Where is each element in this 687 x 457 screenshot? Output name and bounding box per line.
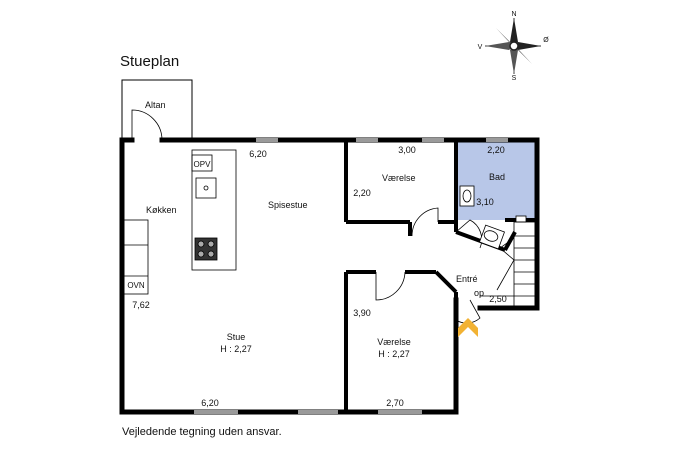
staircase xyxy=(480,221,536,307)
plan-title: Stueplan xyxy=(120,53,180,70)
doors xyxy=(375,207,483,324)
compass-south-label: S xyxy=(512,75,517,82)
compass-west-label: V xyxy=(478,44,483,51)
dimension-bad-depth: 3,10 xyxy=(476,197,494,207)
compass-east-label: Ø xyxy=(543,37,549,44)
balcony xyxy=(121,79,193,141)
dimension-vaerelse-top-width: 3,00 xyxy=(398,145,416,155)
bathroom-fixtures xyxy=(459,185,527,250)
room-label-vaerelse-bottom-height: H : 2,27 xyxy=(378,349,410,359)
dimension-vaerelse-bottom-width: 2,70 xyxy=(386,398,404,408)
dimension-vaerelse-bottom-depth: 3,90 xyxy=(353,308,371,318)
entrance-arrow-icon xyxy=(458,318,478,337)
compass-icon: N S V Ø xyxy=(478,11,550,82)
stair-label-op: op xyxy=(474,288,484,298)
room-label-vaerelse-bottom: Værelse xyxy=(377,337,411,347)
room-label-bad: Bad xyxy=(489,172,505,182)
room-label-entre: Entré xyxy=(456,274,478,284)
room-label-vaerelse-top: Værelse xyxy=(382,173,416,183)
bathroom-fill xyxy=(456,140,537,220)
compass-north-label: N xyxy=(511,11,516,18)
room-label-spisestue: Spisestue xyxy=(268,200,308,210)
windows xyxy=(194,138,508,414)
kitchen-island xyxy=(191,149,237,271)
dimension-bad-width: 2,20 xyxy=(487,145,505,155)
dimension-bottom-living: 6,20 xyxy=(201,398,219,408)
dimension-stair-width: 2,50 xyxy=(489,294,507,304)
kitchen-counter xyxy=(123,219,149,295)
room-label-stue: Stue xyxy=(227,332,246,342)
room-label-kokken: Køkken xyxy=(146,205,177,215)
dimension-vaerelse-top-depth: 2,20 xyxy=(353,188,371,198)
oven-label: OVN xyxy=(127,281,145,290)
room-label-stue-height: H : 2,27 xyxy=(220,344,252,354)
dishwasher-label: OPV xyxy=(194,160,212,169)
dimension-left-living: 7,62 xyxy=(132,300,150,310)
dimension-top-living: 6,20 xyxy=(249,149,267,159)
room-label-altan: Altan xyxy=(145,100,166,110)
disclaimer-text: Vejledende tegning uden ansvar. xyxy=(122,426,282,438)
